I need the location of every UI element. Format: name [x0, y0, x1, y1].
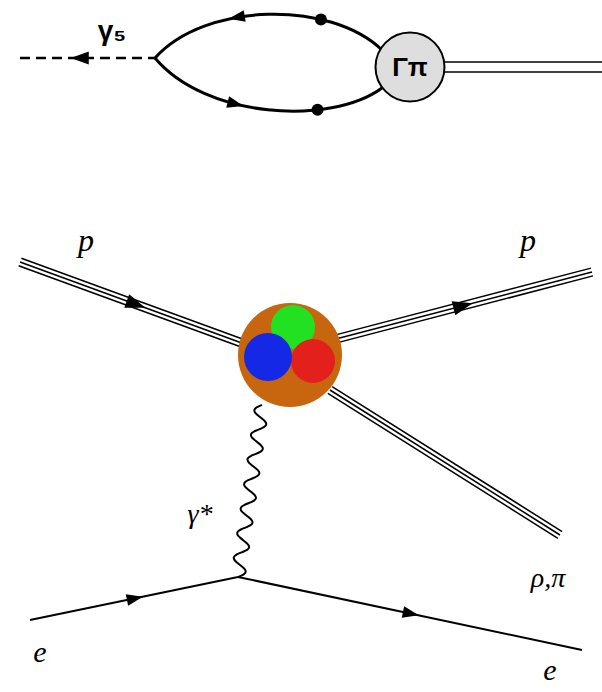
meson-label: ρ,π — [531, 562, 565, 594]
arrowhead — [402, 606, 419, 617]
quark-propagator — [155, 58, 382, 111]
particle-label: p — [520, 222, 536, 258]
arrowhead — [226, 96, 243, 107]
arrowhead — [229, 10, 246, 22]
arrowhead — [452, 301, 473, 315]
pion-double-line — [444, 71, 602, 73]
vertex-circle: Γπ — [374, 31, 446, 103]
current-label: γ₅ — [98, 15, 126, 46]
particle-label: p — [520, 222, 536, 259]
hadron-line — [328, 393, 558, 538]
electron-line — [238, 577, 582, 650]
arrowhead — [71, 52, 89, 65]
arrowhead — [126, 594, 143, 605]
hadron-line — [330, 390, 560, 535]
current-label: γ₅ — [98, 15, 126, 47]
particle-label: e — [33, 635, 46, 669]
proton-blob — [238, 303, 342, 407]
photon-label: γ* — [187, 498, 212, 530]
hadron-line — [332, 272, 592, 340]
quark-propagator — [155, 14, 382, 58]
quark-ball — [244, 333, 292, 381]
vertex-label: Γπ — [392, 52, 428, 83]
hadron-line — [333, 276, 593, 344]
hadron-lines — [19, 258, 593, 538]
meson-label: ρ,π — [531, 562, 565, 593]
hadron-line — [20, 262, 250, 346]
hadron-line — [331, 268, 591, 336]
particle-label: e — [543, 653, 556, 687]
dressed-propagator-dot — [315, 13, 327, 25]
pion-double-line — [444, 61, 602, 63]
particle-label: p — [78, 222, 94, 259]
hadron-line — [21, 258, 251, 342]
hadron-line — [332, 387, 562, 532]
photon-label: γ* — [187, 498, 212, 529]
photon-wiggle — [234, 405, 266, 577]
arrowhead — [124, 294, 145, 308]
hadron-line — [19, 266, 249, 350]
quark-ball — [291, 339, 335, 383]
particle-label: p — [78, 222, 94, 258]
particle-label: e — [543, 653, 556, 686]
electron-line — [30, 577, 238, 620]
particle-label: e — [33, 635, 46, 668]
dressed-propagator-dot — [312, 104, 324, 116]
arrowheads — [71, 10, 473, 617]
